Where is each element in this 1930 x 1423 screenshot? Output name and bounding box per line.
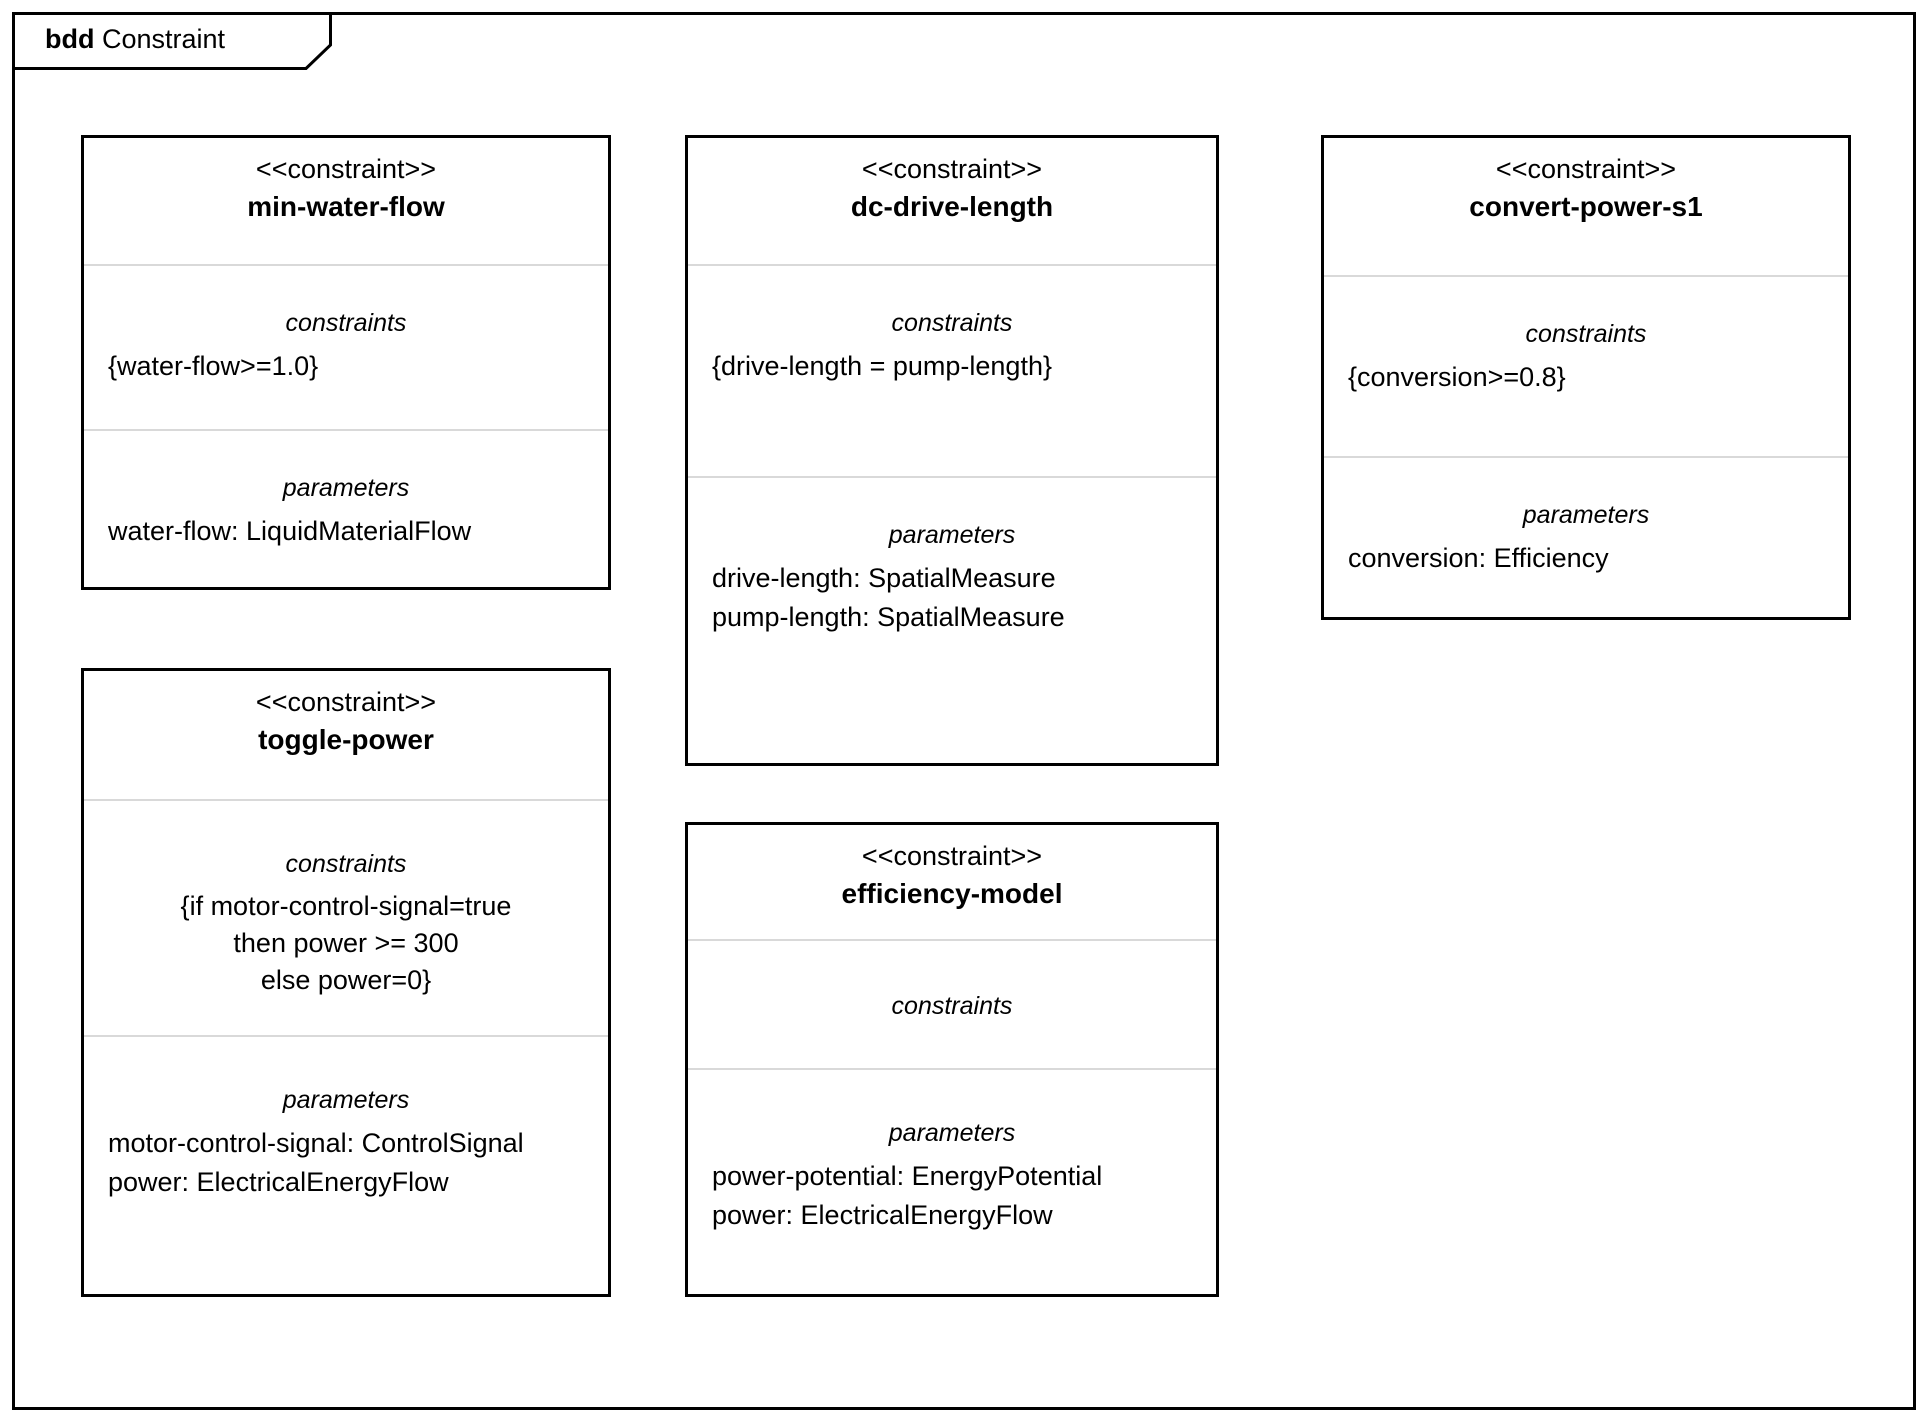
frame-keyword: bdd (45, 24, 95, 54)
parameters-compartment: parameters drive-length: SpatialMeasure … (688, 476, 1216, 763)
constraints-label: constraints (285, 850, 407, 878)
diagram-frame-tab: bdd Constraint (12, 12, 332, 70)
constraints-label: constraints (285, 309, 407, 337)
constraints-label: constraints (1525, 320, 1647, 348)
constraint-expression: then power >= 300 (233, 928, 459, 958)
constraints-compartment: constraints {drive-length = pump-length} (688, 264, 1216, 476)
block-stereotype: <<constraint>> (1495, 154, 1677, 184)
parameters-compartment: parameters power-potential: EnergyPotent… (688, 1068, 1216, 1294)
parameters-compartment: parameters conversion: Efficiency (1324, 456, 1848, 617)
constraint-expression: {water-flow>=1.0} (108, 351, 319, 381)
parameters-label: parameters (282, 474, 410, 502)
constraints-label: constraints (891, 992, 1013, 1020)
block-stereotype: <<constraint>> (861, 154, 1043, 184)
constraint-expression: else power=0} (260, 965, 432, 995)
block-title-compartment: <<constraint>> efficiency-model (688, 825, 1216, 939)
parameters-compartment: parameters water-flow: LiquidMaterialFlo… (84, 429, 608, 587)
block-name: toggle-power (258, 724, 434, 755)
block-title-compartment: <<constraint>> toggle-power (84, 671, 608, 799)
parameter-entry: motor-control-signal: ControlSignal (108, 1128, 524, 1158)
block-title-compartment: <<constraint>> convert-power-s1 (1324, 138, 1848, 275)
block-name: min-water-flow (247, 191, 445, 222)
parameter-entry: drive-length: SpatialMeasure (712, 563, 1056, 593)
parameters-label: parameters (888, 1119, 1016, 1147)
parameters-compartment: parameters motor-control-signal: Control… (84, 1035, 608, 1294)
constraints-compartment: constraints (688, 939, 1216, 1068)
parameters-label: parameters (888, 521, 1016, 549)
parameter-entry: power: ElectricalEnergyFlow (712, 1200, 1053, 1230)
parameters-label: parameters (1522, 501, 1650, 529)
constraints-compartment: constraints {conversion>=0.8} (1324, 275, 1848, 456)
parameters-label: parameters (282, 1086, 410, 1114)
constraint-expression: {drive-length = pump-length} (712, 351, 1052, 381)
constraints-label: constraints (891, 309, 1013, 337)
constraint-expression: {conversion>=0.8} (1348, 362, 1566, 392)
block-title-compartment: <<constraint>> min-water-flow (84, 138, 608, 264)
constraint-block-dc-drive-length[interactable]: <<constraint>> dc-drive-length constrain… (685, 135, 1219, 766)
block-title-compartment: <<constraint>> dc-drive-length (688, 138, 1216, 264)
constraint-expression: {if motor-control-signal=true (180, 891, 512, 921)
block-name: efficiency-model (841, 878, 1063, 909)
constraint-block-convert-power-s1[interactable]: <<constraint>> convert-power-s1 constrai… (1321, 135, 1851, 620)
parameter-entry: power: ElectricalEnergyFlow (108, 1167, 449, 1197)
parameter-entry: conversion: Efficiency (1348, 543, 1609, 573)
frame-tab-shape (12, 12, 332, 70)
frame-tab-label: bdd Constraint (45, 12, 225, 67)
parameter-entry: power-potential: EnergyPotential (712, 1161, 1103, 1191)
frame-name: Constraint (94, 24, 226, 54)
constraints-compartment: constraints {water-flow>=1.0} (84, 264, 608, 429)
constraints-compartment: constraints {if motor-control-signal=tru… (84, 799, 608, 1035)
constraint-block-efficiency-model[interactable]: <<constraint>> efficiency-model constrai… (685, 822, 1219, 1297)
parameter-entry: pump-length: SpatialMeasure (712, 602, 1065, 632)
block-name: dc-drive-length (850, 191, 1054, 222)
parameter-entry: water-flow: LiquidMaterialFlow (108, 516, 472, 546)
constraint-block-toggle-power[interactable]: <<constraint>> toggle-power constraints … (81, 668, 611, 1297)
block-name: convert-power-s1 (1469, 191, 1703, 222)
block-stereotype: <<constraint>> (861, 841, 1043, 871)
constraint-block-min-water-flow[interactable]: <<constraint>> min-water-flow constraint… (81, 135, 611, 590)
block-stereotype: <<constraint>> (255, 154, 437, 184)
block-stereotype: <<constraint>> (255, 687, 437, 717)
